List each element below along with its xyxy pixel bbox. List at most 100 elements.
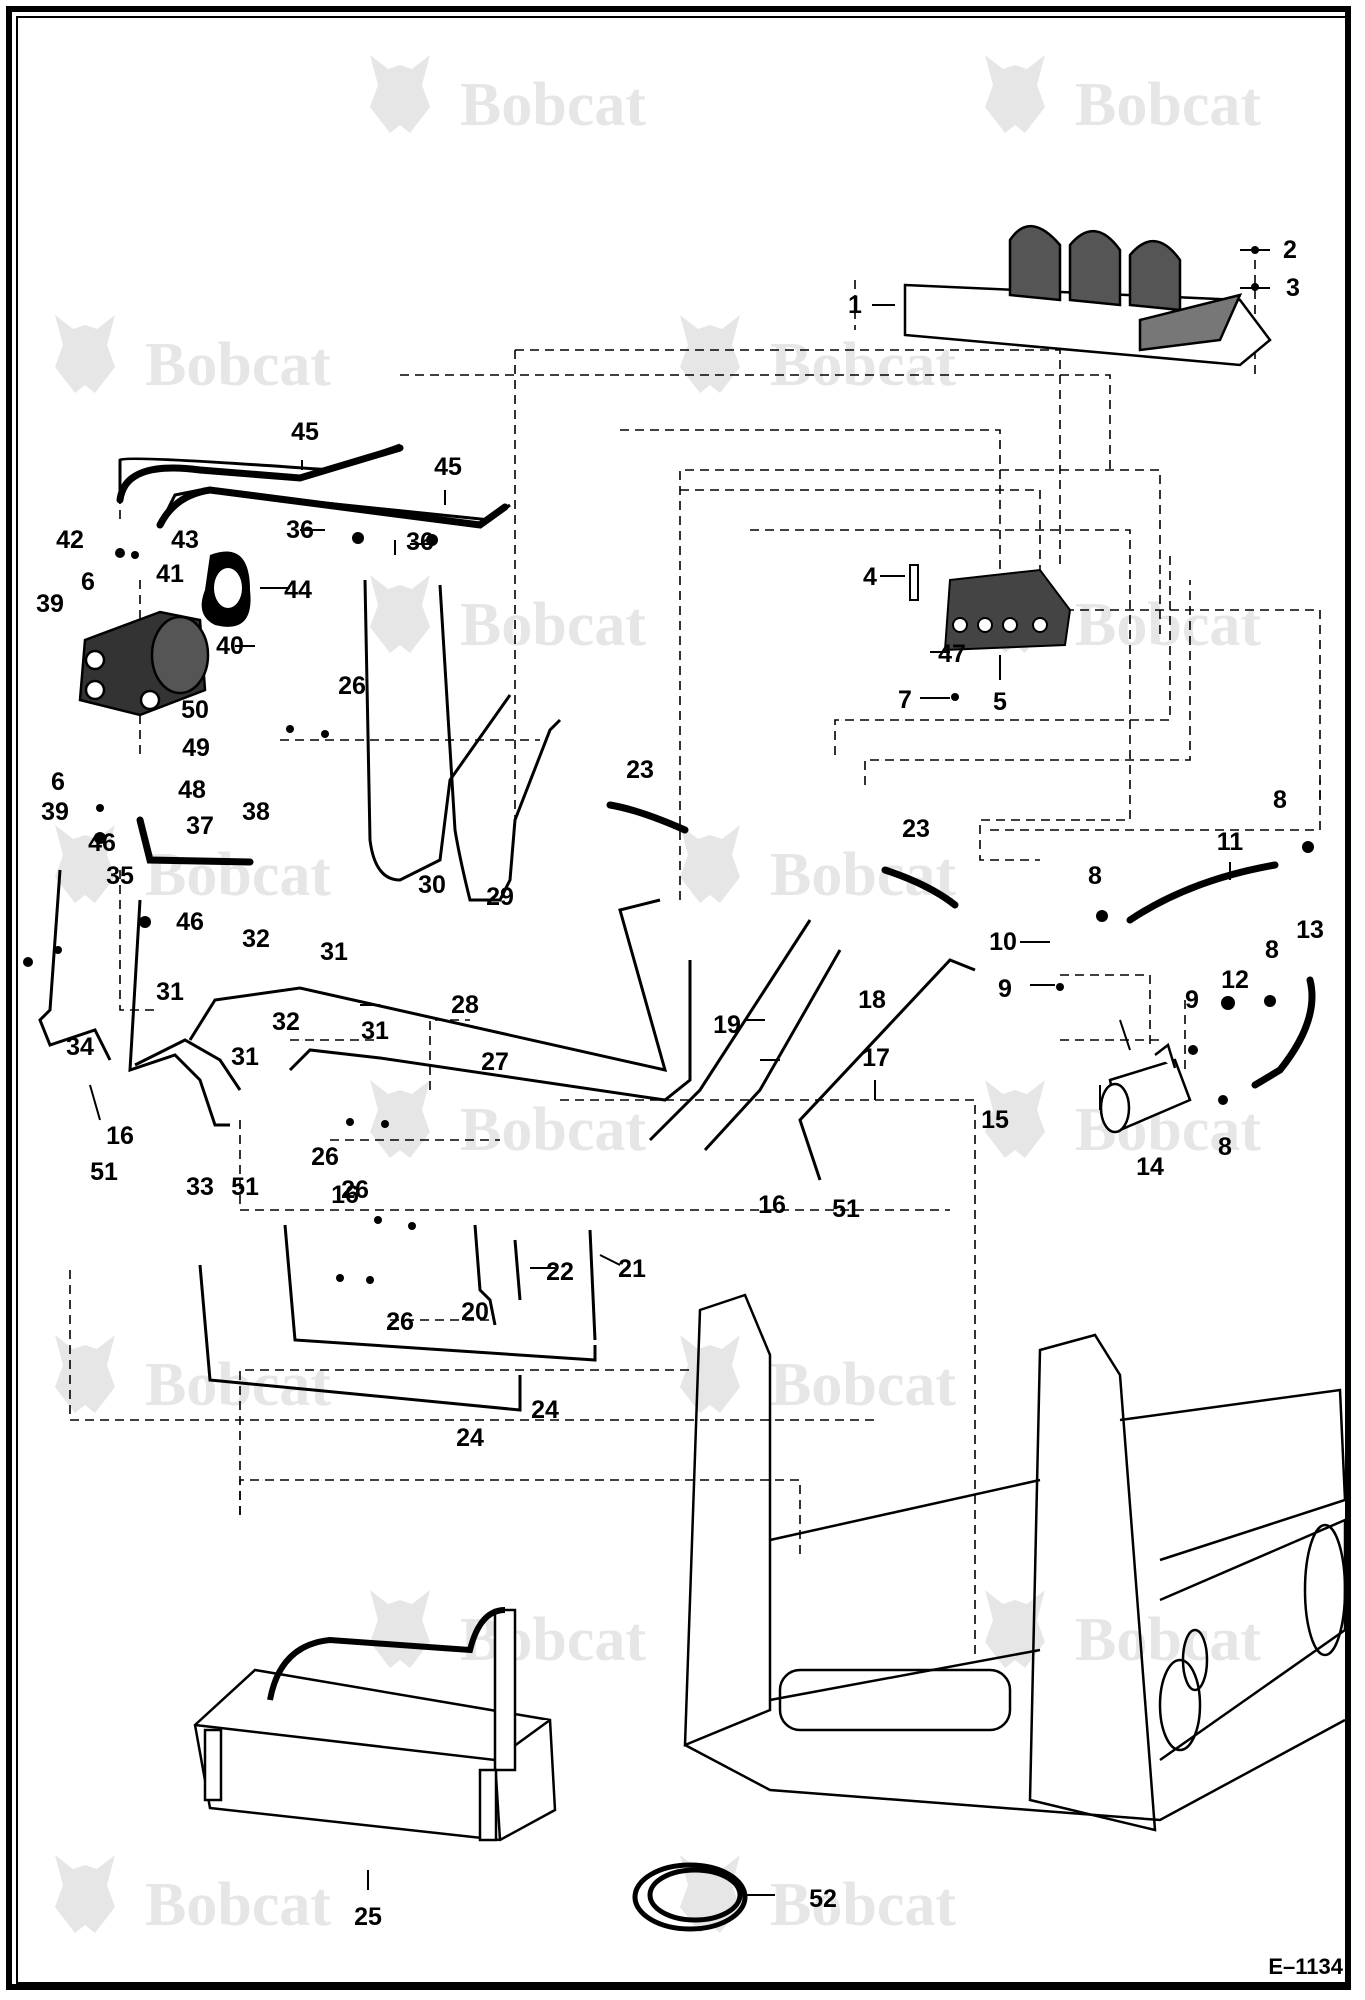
part-callout: 32 xyxy=(242,925,270,953)
bobcat-logo-watermark xyxy=(985,1590,1045,1668)
part-callout: 20 xyxy=(461,1298,489,1326)
bobcat-logo-watermark xyxy=(370,55,430,133)
watermark-text: Bobcat xyxy=(460,591,646,659)
watermark-text: Bobcat xyxy=(145,1351,331,1419)
part-callout: 51 xyxy=(832,1195,860,1223)
watermark-text: Bobcat xyxy=(145,841,331,909)
part-callout: 44 xyxy=(284,576,312,604)
routing-lines xyxy=(69,260,1321,1660)
watermark-text: Bobcat xyxy=(1075,71,1261,139)
part-callout: 37 xyxy=(186,812,214,840)
part-callout: 51 xyxy=(90,1158,118,1186)
watermark-text: Bobcat xyxy=(770,331,956,399)
part-callout: 8 xyxy=(1088,862,1102,890)
part-callout: 52 xyxy=(809,1885,837,1913)
part-callout: 40 xyxy=(216,632,244,660)
hydraulic-lines xyxy=(38,443,976,1412)
part-callout: 30 xyxy=(418,871,446,899)
part-callout: 22 xyxy=(546,1258,574,1286)
coiled-hose xyxy=(632,1862,748,1932)
part-callout: 48 xyxy=(178,776,206,804)
part-callout: 38 xyxy=(242,798,270,826)
part-callout: 4 xyxy=(863,563,877,591)
bobcat-logo-watermark xyxy=(985,55,1045,133)
bobcat-logo-watermark xyxy=(680,825,740,903)
part-callout: 46 xyxy=(88,829,116,857)
part-callout: 39 xyxy=(41,798,69,826)
bobcat-logo-watermark xyxy=(55,315,115,393)
bobcat-logo-watermark xyxy=(370,1080,430,1158)
part-callout: 1 xyxy=(848,291,862,319)
bobcat-logo-watermark xyxy=(370,575,430,653)
part-callout: 43 xyxy=(171,526,199,554)
part-callout: 7 xyxy=(898,686,912,714)
part-callout: 29 xyxy=(486,883,514,911)
watermark-text: Bobcat xyxy=(460,71,646,139)
fasteners xyxy=(23,246,1314,1284)
part-callout: 47 xyxy=(938,640,966,668)
part-callout: 27 xyxy=(481,1048,509,1076)
part-callout: 46 xyxy=(176,908,204,936)
inner-border xyxy=(16,16,1349,1984)
part-callout: 8 xyxy=(1273,786,1287,814)
watermark-text: Bobcat xyxy=(1075,1606,1261,1674)
bobcat-logo-watermark xyxy=(680,1335,740,1413)
watermark-text: Bobcat xyxy=(770,1351,956,1419)
part-callout: 34 xyxy=(66,1033,94,1061)
part-callout: 36 xyxy=(286,516,314,544)
part-callout: 39 xyxy=(36,590,64,618)
part-callout: 28 xyxy=(451,991,479,1019)
part-callout: 31 xyxy=(320,938,348,966)
part-callout: 33 xyxy=(186,1173,214,1201)
part-callout: 51 xyxy=(231,1173,259,1201)
part-callout: 3 xyxy=(1286,274,1300,302)
bobcat-logo-watermark xyxy=(680,315,740,393)
part-callout: 26 xyxy=(311,1143,339,1171)
watermark-text: Bobcat xyxy=(770,841,956,909)
part-callout: 9 xyxy=(998,975,1012,1003)
part-callout: 26 xyxy=(386,1308,414,1336)
part-callout: 19 xyxy=(713,1011,741,1039)
part-callout: 8 xyxy=(1265,936,1279,964)
part-callout: 14 xyxy=(1136,1153,1164,1181)
bobcat-logo-watermark xyxy=(55,1335,115,1413)
loader-frame xyxy=(683,1293,1347,1832)
part-callout: 31 xyxy=(361,1017,389,1045)
part-callout: 35 xyxy=(106,862,134,890)
part-callout: 11 xyxy=(1217,828,1244,856)
part-callout: 10 xyxy=(989,928,1017,956)
part-callout: 18 xyxy=(858,986,886,1014)
part-callout: 6 xyxy=(51,768,65,796)
gasket xyxy=(201,551,251,627)
part-callout: 2 xyxy=(1283,236,1297,264)
part-callout: 16 xyxy=(758,1191,786,1219)
part-callout: 26 xyxy=(338,672,366,700)
part-callout: 49 xyxy=(182,734,210,762)
part-callout: 16 xyxy=(106,1122,134,1150)
watermark-text: Bobcat xyxy=(145,331,331,399)
part-callout: 9 xyxy=(1185,986,1199,1014)
part-callout: 31 xyxy=(231,1043,259,1071)
watermark-text: Bobcat xyxy=(460,1096,646,1164)
part-callout: 45 xyxy=(434,453,462,481)
drawing-code: E–1134 xyxy=(1268,1954,1343,1979)
part-callout: 31 xyxy=(156,978,184,1006)
valve-plate xyxy=(903,224,1272,367)
part-callout: 21 xyxy=(618,1255,646,1283)
part-callout: 24 xyxy=(456,1424,484,1452)
part-callout: 13 xyxy=(1296,916,1324,944)
filter xyxy=(1099,1042,1192,1134)
part-callout: 16 xyxy=(331,1181,359,1209)
part-callout: 24 xyxy=(531,1396,559,1424)
pump xyxy=(78,610,210,717)
leader-lines xyxy=(89,249,1270,1896)
part-callout: 23 xyxy=(902,815,930,843)
part-callout: 8 xyxy=(1218,1133,1232,1161)
bobcat-logo-watermark xyxy=(55,1855,115,1933)
part-callout: 6 xyxy=(81,568,95,596)
part-callout: 23 xyxy=(626,756,654,784)
hydraulic-tank xyxy=(193,1607,557,1842)
